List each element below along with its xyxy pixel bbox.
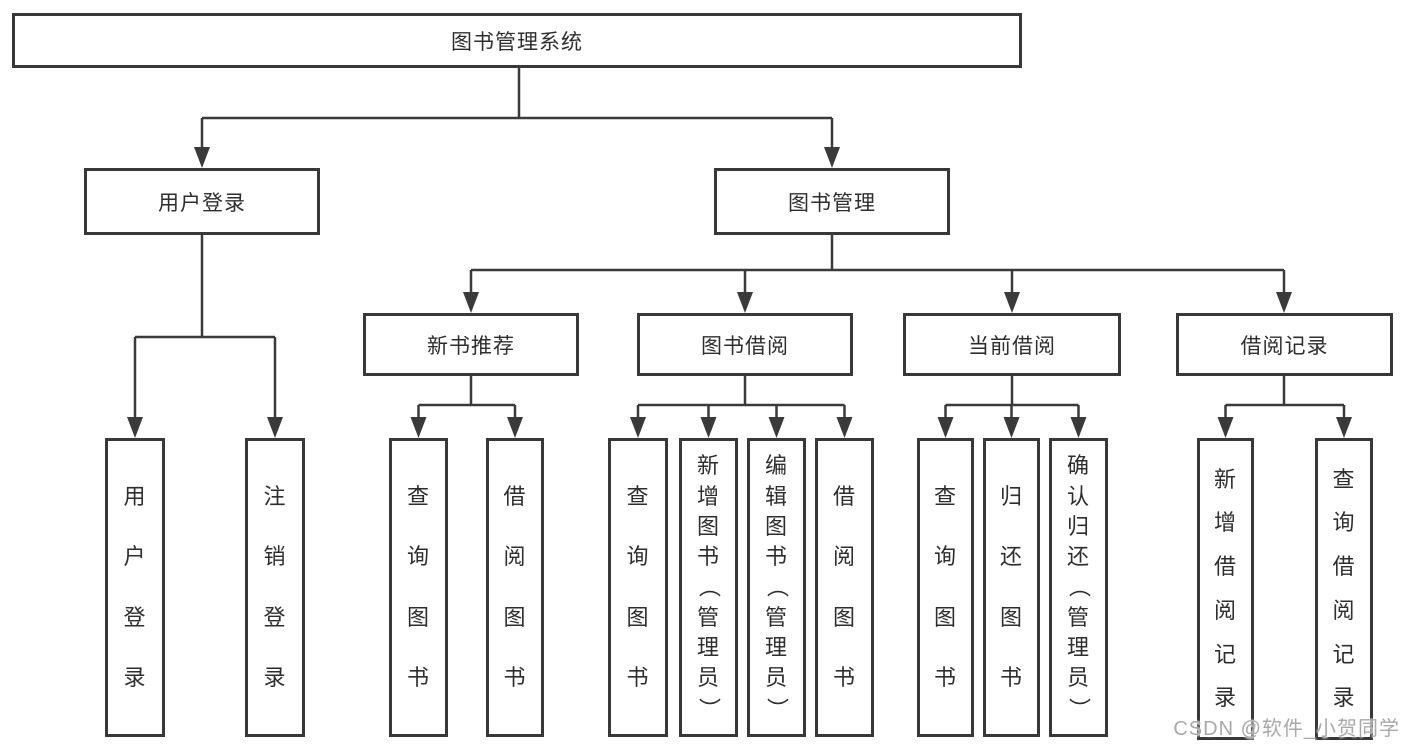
- arrowhead: [1004, 292, 1020, 313]
- arrowhead: [768, 417, 785, 438]
- branch-new-book-recommend: [410, 376, 523, 438]
- leaf-label: 新增借阅记录: [1213, 466, 1237, 711]
- arrowhead: [1070, 417, 1087, 438]
- leaf-label: 查询图书: [933, 483, 957, 691]
- leaf-label: 用户登录: [123, 483, 147, 691]
- node-current-borrow: 当前借阅: [903, 313, 1121, 376]
- leaf-label: 查询借阅记录: [1332, 466, 1356, 711]
- arrowhead: [1276, 292, 1292, 313]
- leaf-query-books-2: 查询图书: [608, 438, 668, 737]
- leaf-add-borrow-record: 新增借阅记录: [1197, 438, 1254, 740]
- arrowhead: [630, 417, 646, 438]
- node-borrow-records: 借阅记录: [1176, 313, 1393, 376]
- branch-root-to-level2: [194, 68, 840, 168]
- arrowhead: [127, 417, 143, 438]
- leaf-add-books-admin: 新增图书（管理员）: [679, 438, 738, 737]
- leaf-edit-books-admin: 编辑图书（管理员）: [747, 438, 806, 737]
- leaf-confirm-return-admin: 确认归还（管理员）: [1049, 438, 1108, 737]
- leaf-query-books-3: 查询图书: [917, 438, 974, 737]
- arrowhead: [700, 417, 717, 438]
- arrowhead: [194, 147, 210, 168]
- branch-borrow-records: [1217, 376, 1352, 438]
- arrowhead: [824, 147, 840, 168]
- arrowhead: [836, 417, 853, 438]
- node-root-library-system: 图书管理系统: [12, 13, 1022, 68]
- node-user-login: 用户登录: [84, 168, 320, 235]
- arrowhead: [1336, 417, 1352, 438]
- csdn-watermark: CSDN @软件_小贺同学: [1173, 718, 1400, 740]
- branch-user-login: [127, 235, 283, 438]
- branch-current-borrow: [937, 376, 1087, 438]
- leaf-label: 归还图书: [999, 483, 1023, 691]
- arrowhead: [463, 292, 479, 313]
- leaf-logout: 注销登录: [245, 438, 305, 737]
- leaf-label: 借阅图书: [503, 483, 527, 691]
- node-new-book-recommend: 新书推荐: [363, 313, 579, 376]
- arrowhead: [410, 417, 427, 438]
- branch-book-borrow: [630, 376, 853, 438]
- leaf-label: 查询图书: [626, 483, 650, 691]
- arrowhead: [507, 417, 523, 438]
- leaf-user-login: 用户登录: [105, 438, 165, 737]
- arrowhead: [937, 417, 954, 438]
- node-book-management: 图书管理: [714, 168, 950, 235]
- leaf-label: 编辑图书（管理员）: [764, 453, 790, 721]
- leaf-query-borrow-record: 查询借阅记录: [1315, 438, 1373, 740]
- leaf-label: 确认归还（管理员）: [1066, 453, 1092, 721]
- leaf-return-books: 归还图书: [983, 438, 1040, 737]
- arrowhead: [737, 292, 753, 313]
- node-book-borrow: 图书借阅: [637, 313, 853, 376]
- leaf-query-books-1: 查询图书: [389, 438, 448, 737]
- arrowhead: [267, 417, 283, 438]
- leaf-label: 借阅图书: [832, 483, 856, 691]
- arrowhead: [1003, 417, 1020, 438]
- leaf-label: 新增图书（管理员）: [696, 453, 722, 721]
- leaf-borrow-books-1: 借阅图书: [486, 438, 544, 737]
- leaf-label: 注销登录: [263, 483, 287, 691]
- arrowhead: [1217, 417, 1234, 438]
- leaf-label: 查询图书: [406, 483, 430, 691]
- leaf-borrow-books-2: 借阅图书: [815, 438, 874, 737]
- branch-book-management: [463, 235, 1292, 313]
